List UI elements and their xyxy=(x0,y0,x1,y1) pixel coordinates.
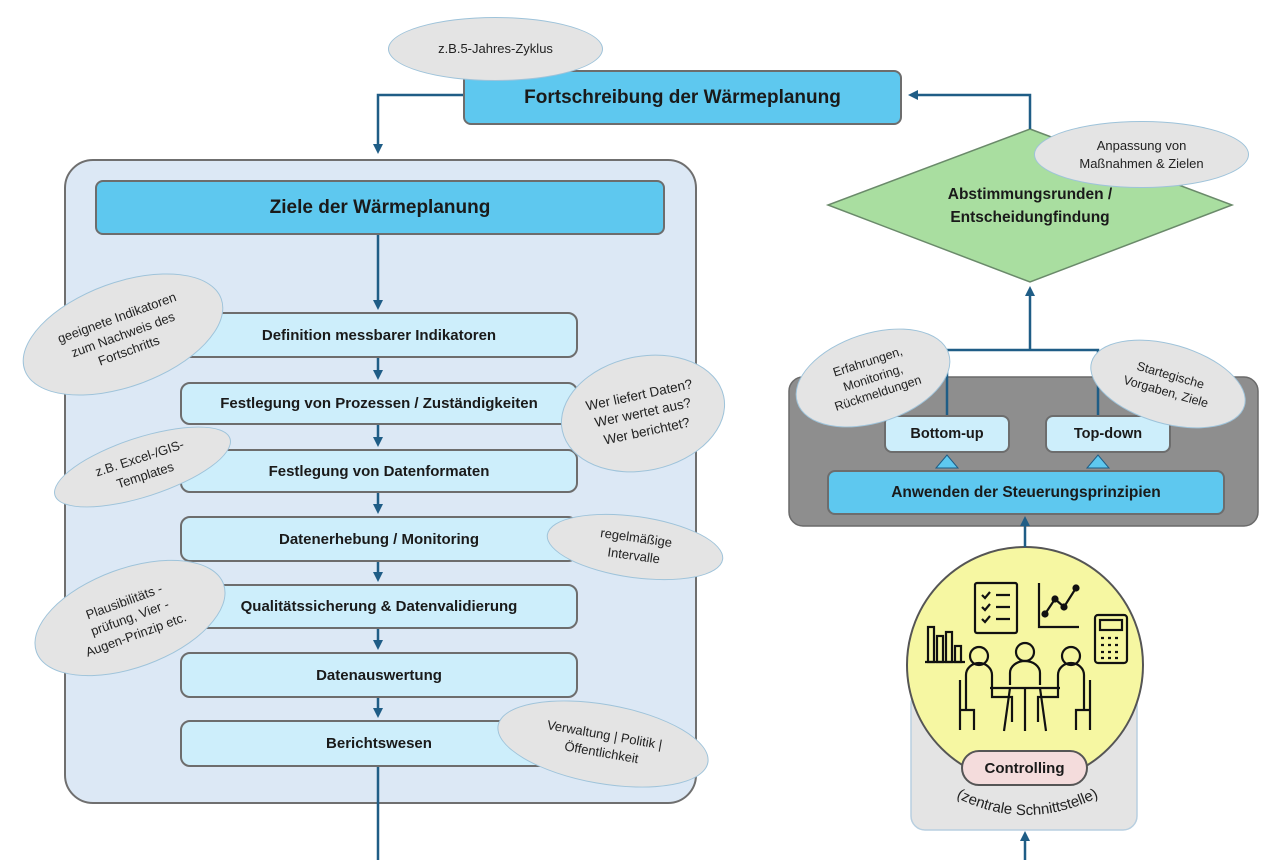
triangle-top-down xyxy=(1085,454,1111,469)
line-chart-icon xyxy=(1037,583,1080,629)
continuation-title: Fortschreibung der Wärmeplanung xyxy=(524,86,841,108)
goals-title: Ziele der Wärmeplanung xyxy=(269,196,491,218)
step-quality: Qualitätssicherung & Datenvalidierung xyxy=(180,584,578,629)
controlling-label: Controlling xyxy=(984,759,1065,777)
step-label: Definition messbarer Indikatoren xyxy=(261,326,497,344)
continuation-box: Fortschreibung der Wärmeplanung xyxy=(463,70,902,125)
bottom-up-box: Bottom-up xyxy=(884,415,1010,453)
cycle-note: z.B.5-Jahres-Zyklus xyxy=(388,17,603,81)
principles-label: Anwenden der Steuerungsprinzipien xyxy=(891,483,1161,501)
goals-title-box: Ziele der Wärmeplanung xyxy=(95,180,665,235)
principles-box: Anwenden der Steuerungsprinzipien xyxy=(827,470,1225,515)
icon-group xyxy=(925,581,1129,732)
step-label: Qualitätssicherung & Datenvalidierung xyxy=(240,598,518,615)
top-down-label: Top-down xyxy=(1073,426,1143,442)
step-indicators: Definition messbarer Indikatoren xyxy=(180,312,578,358)
step-label: Berichtswesen xyxy=(326,735,432,752)
triangle-bottom-up xyxy=(934,454,960,469)
step-evaluation: Datenauswertung xyxy=(180,652,578,698)
step-data-formats: Festlegung von Datenformaten xyxy=(180,449,578,493)
calculator-icon xyxy=(1093,613,1129,665)
step-label: Festlegung von Datenformaten xyxy=(268,462,490,480)
arrow-top-to-panel xyxy=(373,93,463,154)
arrow-diamond-to-top xyxy=(908,90,1032,129)
bottom-up-label: Bottom-up xyxy=(910,426,984,442)
step-label: Datenerhebung / Monitoring xyxy=(279,530,479,548)
bar-chart-icon xyxy=(925,625,965,664)
controlling-circle xyxy=(906,546,1144,784)
checklist-icon xyxy=(973,581,1019,635)
step-label: Festlegung von Prozessen / Zuständigkeit… xyxy=(220,395,538,412)
meeting-icon xyxy=(958,641,1092,732)
decision-label: Abstimmungsrunden / Entscheidungfindung xyxy=(947,185,1113,226)
step-data-collection: Datenerhebung / Monitoring xyxy=(180,516,578,562)
step-label: Datenauswertung xyxy=(316,666,442,684)
step-processes: Festlegung von Prozessen / Zuständigkeit… xyxy=(180,382,578,425)
controlling-pill: Controlling xyxy=(961,750,1088,786)
top-down-box: Top-down xyxy=(1045,415,1171,453)
note-adjust: Anpassung von Maßnahmen & Zielen xyxy=(1034,121,1249,188)
